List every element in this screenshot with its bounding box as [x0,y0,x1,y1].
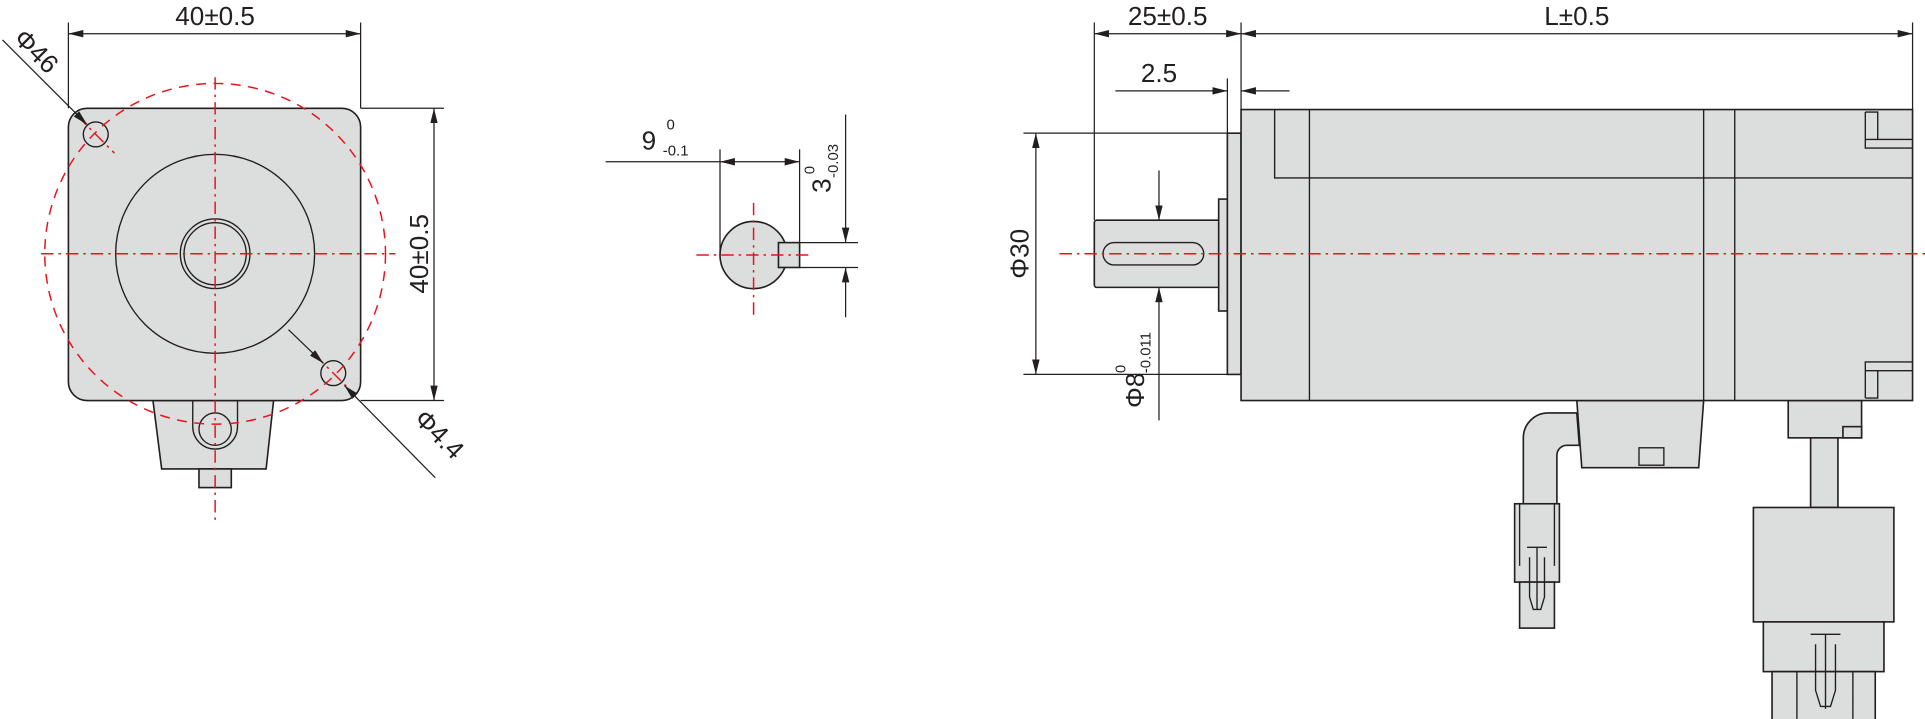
end-cap-notch [1864,361,1913,399]
body-length-label: L±0.5 [1544,1,1609,31]
gland-tab [1638,447,1665,466]
front-view: 40±0.5 40±0.5 Φ46 Φ4.4 [2,1,471,523]
tab-slot [192,400,239,450]
connector-latch [1518,503,1556,611]
encoder-connector [1752,506,1895,623]
mount-hole [82,121,109,148]
hole-dia-label: Φ4.4 [409,403,471,465]
shaft-dia-lower-tol: -0.011 [1137,332,1154,373]
body-lines [1273,109,1913,401]
encoder-connector-plug [1771,670,1877,719]
key-depth-upper-tol: 0 [667,116,675,133]
pilot-dia-label: Φ30 [1004,229,1034,279]
bottom-tab [152,399,275,470]
motor-body [1240,108,1914,402]
pilot [1217,198,1229,312]
key-width-upper-tol: 0 [802,166,819,174]
encoder-cable [1809,437,1839,509]
shaft-length-label: 25±0.5 [1128,1,1208,31]
key-depth-label: 9 [642,125,657,155]
key-section-view: 9 0 -0.1 3 0 -0.03 [605,114,859,318]
mount-hole [320,360,347,387]
side-view: 25±0.5 L±0.5 2.5 Φ30 Φ8 0 -0.011 [1004,1,1925,719]
power-gland [1575,399,1705,469]
key-width-lower-tol: -0.03 [825,144,842,178]
height-dim-label: 40±0.5 [404,214,434,294]
encoder-connector-neck [1762,621,1885,673]
hole-leader [344,385,436,479]
cable-bend [1522,412,1581,505]
key-width-label: 3 [807,178,837,193]
bolt-circle-label: Φ46 [8,23,64,79]
end-cap-notch [1864,111,1913,149]
shaft-dia-upper-tol: 0 [1112,365,1129,373]
key-depth-lower-tol: -0.1 [663,143,689,160]
width-dim-label: 40±0.5 [175,1,255,31]
gland-tab [1842,425,1863,439]
flange-label: 2.5 [1141,58,1177,88]
connector-latch [1796,633,1854,719]
shaft-dia-label: Φ8 [1120,373,1150,408]
bolt-circle-leader [2,39,88,125]
hole-leader [288,329,324,364]
